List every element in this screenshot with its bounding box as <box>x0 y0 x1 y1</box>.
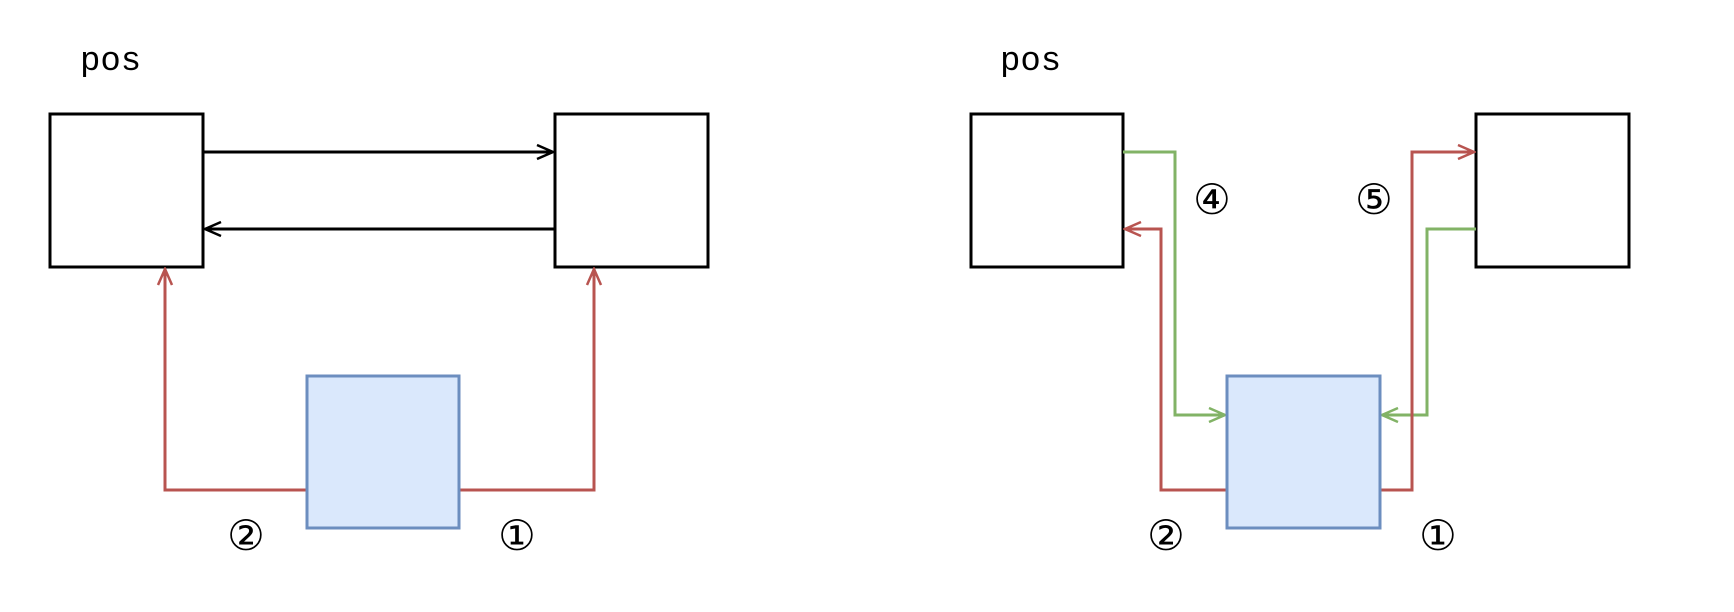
left-mark-1: ① <box>498 511 536 560</box>
right-mark-1: ① <box>1419 511 1457 560</box>
left-box-b <box>553 112 710 269</box>
right-box-a <box>969 112 1125 269</box>
left-diagram: pos ② ① <box>48 43 710 560</box>
right-blue-box <box>1225 374 1382 530</box>
right-red-arrow-to-box-b <box>1380 152 1474 492</box>
right-mark-4: ④ <box>1193 175 1231 224</box>
right-green-arrow-from-box-a <box>1123 150 1225 415</box>
right-green-arrow-from-box-b <box>1382 227 1476 415</box>
right-box-b <box>1474 112 1631 269</box>
left-red-arrow-to-box-a <box>165 269 307 492</box>
right-red-arrow-to-box-a <box>1125 229 1227 492</box>
left-blue-box <box>305 374 461 530</box>
right-mark-2: ② <box>1147 511 1185 560</box>
right-diagram: pos ④ ⑤ ② ① <box>969 43 1631 560</box>
right-pos-label: pos <box>1000 43 1061 81</box>
left-red-arrow-to-box-b <box>459 269 594 492</box>
left-mark-2: ② <box>227 511 265 560</box>
left-pos-label: pos <box>80 43 141 81</box>
left-box-a <box>48 112 205 269</box>
right-mark-5: ⑤ <box>1355 175 1393 224</box>
